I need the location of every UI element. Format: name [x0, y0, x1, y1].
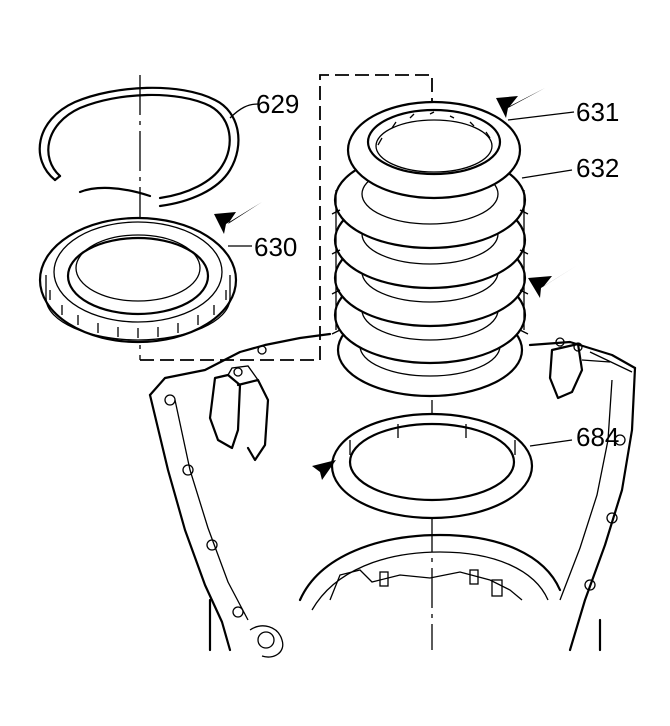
callout-labels: 629 630 631 632 684 [254, 89, 619, 452]
indicator-arrows [214, 88, 576, 484]
arrow-icon [528, 266, 576, 298]
callout-629: 629 [256, 89, 299, 119]
backing-plate-630 [38, 216, 238, 344]
leader-lines [228, 103, 575, 447]
callout-632: 632 [576, 153, 619, 183]
transmission-case [148, 332, 637, 658]
clutch-plate-stack-631-632 [331, 100, 529, 398]
ring-684 [330, 412, 534, 520]
arrow-icon [496, 88, 545, 118]
snap-ring-629 [38, 86, 240, 208]
arrow-icon [214, 202, 262, 234]
callout-631: 631 [576, 97, 619, 127]
callout-684: 684 [576, 422, 619, 452]
arrow-icon [288, 460, 336, 484]
callout-630: 630 [254, 232, 297, 262]
